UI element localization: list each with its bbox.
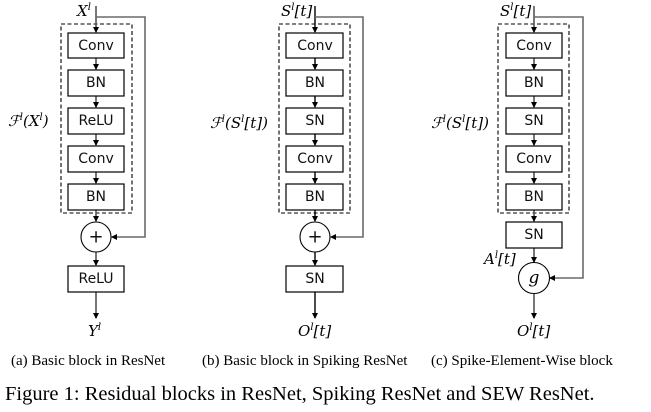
- layer-conv-1: [285, 32, 344, 59]
- layer-label: SN: [524, 227, 543, 243]
- panel-caption: (b) Basic block in Spiking ResNet: [202, 353, 408, 369]
- layer-label: Conv: [516, 151, 552, 167]
- layer-label: BN: [305, 189, 325, 205]
- layer-label: Conv: [516, 38, 552, 54]
- layer-bn-2: [505, 183, 563, 211]
- output-label: Ol[t]: [517, 322, 550, 340]
- panel-b-spiking-resnet-block: Conv BN SN Conv BN + SN Sl[t] ℱl(Sl[t]) …: [202, 2, 408, 369]
- layer-label: BN: [305, 75, 325, 91]
- skip-connection: [96, 16, 146, 240]
- layer-conv-2: [67, 145, 125, 173]
- layer-label: BN: [524, 75, 544, 91]
- layer-conv-2: [285, 145, 344, 173]
- layer-label: Conv: [297, 38, 333, 54]
- layer-conv-1: [67, 32, 125, 59]
- function-label: ℱl(Xl): [8, 112, 49, 130]
- layer-label: Conv: [297, 151, 333, 167]
- panel-caption: (a) Basic block in ResNet: [11, 353, 166, 369]
- add-operator: [299, 221, 331, 253]
- input-label: Sl[t]: [500, 2, 531, 20]
- layer-sn: [285, 107, 344, 135]
- layer-label: BN: [524, 189, 544, 205]
- layer-label: ReLU: [78, 271, 113, 287]
- panel-c-sew-block: Conv BN SN Conv BN SN g Al[t] Sl[t] ℱl(S…: [431, 2, 613, 369]
- skip-connection: [315, 16, 364, 240]
- element-wise-function-g: [517, 261, 551, 295]
- panel-a-resnet-basic-block: Conv BN ReLU Conv BN + ReLU Xl ℱl(Xl) Yl…: [8, 2, 166, 369]
- layer-label: BN: [86, 75, 106, 91]
- skip-connection: [534, 16, 584, 281]
- input-label: Xl: [76, 2, 91, 20]
- layer-bn-1: [285, 69, 344, 97]
- intermediate-label: Al[t]: [482, 250, 516, 268]
- layer-label: Conv: [78, 151, 114, 167]
- input-label: Sl[t]: [281, 2, 312, 20]
- output-label: Ol[t]: [298, 322, 331, 340]
- layer-label: SN: [305, 113, 324, 129]
- figure-caption: Figure 1: Residual blocks in ResNet, Spi…: [5, 383, 595, 405]
- layer-label: Conv: [78, 38, 114, 54]
- layer-bn-2: [67, 183, 125, 211]
- layer-label: BN: [86, 189, 106, 205]
- layer-sn: [505, 107, 563, 135]
- add-operator: [80, 221, 112, 253]
- add-symbol: +: [88, 227, 103, 248]
- panel-caption: (c) Spike-Element-Wise block: [431, 353, 613, 369]
- layer-conv-1: [505, 32, 563, 59]
- layer-relu: [67, 107, 125, 135]
- output-label: Yl: [88, 322, 101, 340]
- add-symbol: +: [307, 227, 322, 248]
- function-label: ℱl(Sl[t]): [210, 114, 268, 132]
- layer-bn-1: [67, 69, 125, 97]
- function-label: ℱl(Sl[t]): [431, 114, 489, 132]
- layer-label: SN: [524, 113, 543, 129]
- layer-bn-2: [285, 183, 344, 211]
- layer-label: SN: [305, 271, 324, 287]
- layer-relu-post: [67, 265, 125, 293]
- layer-bn-1: [505, 69, 563, 97]
- layer-sn-pre-merge: [505, 221, 563, 249]
- layer-conv-2: [505, 145, 563, 173]
- layer-sn-post: [285, 265, 344, 293]
- g-symbol: g: [529, 268, 540, 288]
- layer-label: ReLU: [78, 113, 113, 129]
